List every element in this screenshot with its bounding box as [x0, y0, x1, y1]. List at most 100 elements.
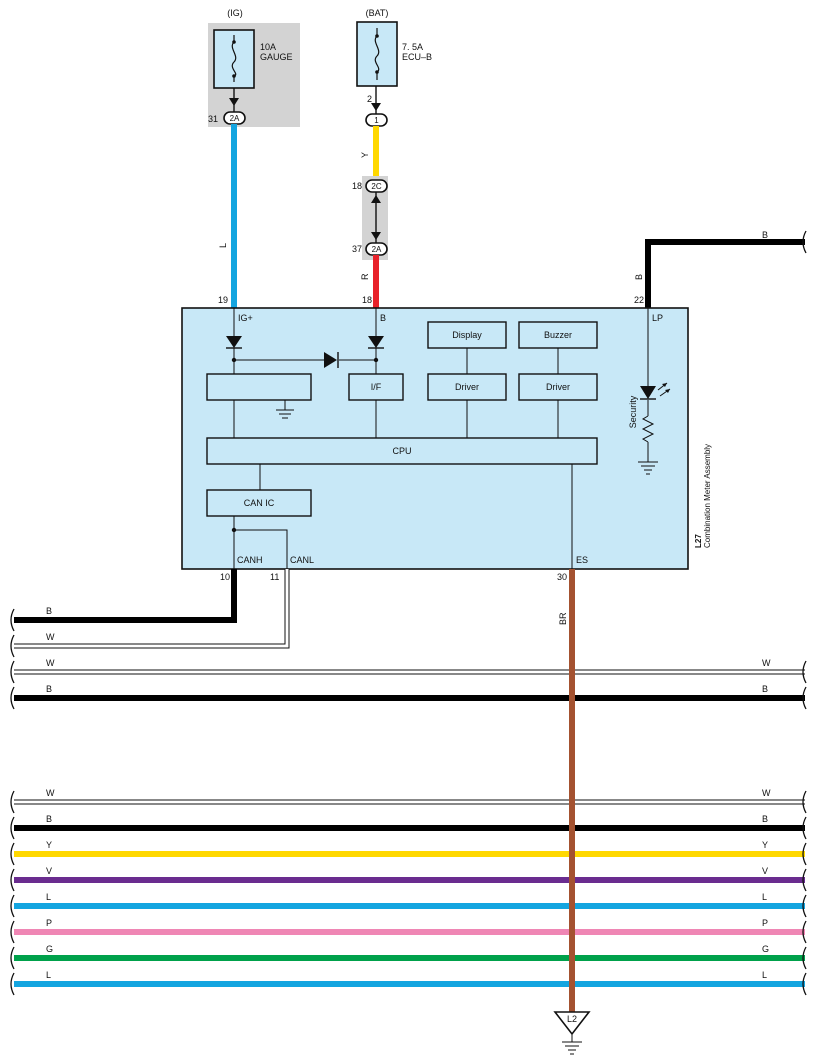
pin-es-name: ES	[576, 555, 588, 565]
lower-bus-left-label-4: L	[46, 892, 51, 902]
upper-bus-left-label-3: B	[46, 684, 52, 694]
upper-bus-left-label-0: B	[46, 606, 52, 616]
break-icon	[802, 816, 807, 840]
break-icon	[10, 894, 15, 918]
cpu-block	[206, 437, 598, 465]
connector-2a-mid-id: 2A	[372, 245, 382, 254]
bat-upper-wire-label: Y	[360, 152, 370, 158]
can-ic-block-label: CAN IC	[244, 498, 275, 508]
buzzer-block-label: Buzzer	[544, 330, 572, 340]
lp-right-wire-label: B	[762, 230, 768, 240]
break-icon	[10, 868, 15, 892]
junction-arrow-up-icon	[371, 195, 381, 203]
lower-bus-right-label-0: W	[762, 788, 771, 798]
canh-wire-b	[14, 569, 237, 623]
lp-wire-label: B	[634, 274, 644, 280]
led-ground-icon	[638, 461, 658, 475]
pin-canl-num: 11	[270, 572, 279, 582]
pin-es-num: 30	[557, 572, 567, 582]
connector-2c-pin: 18	[352, 181, 362, 191]
break-icon	[10, 842, 15, 866]
es-wire-label: BR	[558, 612, 568, 625]
diode-b-icon	[368, 336, 384, 349]
bat-fuse-group: (BAT) 7. 5A ECU–B 1 2	[356, 8, 432, 127]
diode-cross-icon	[324, 352, 339, 368]
break-icon	[10, 660, 15, 684]
display-driver-label: Driver	[455, 382, 479, 392]
security-label: Security	[628, 395, 638, 428]
break-icon	[10, 920, 15, 944]
if-block	[348, 373, 404, 401]
break-icon	[802, 868, 807, 892]
cpu-block-label: CPU	[392, 446, 411, 456]
display-block	[427, 321, 507, 349]
lower-bus-left-label-1: B	[46, 814, 52, 824]
canl-wire-w-inner	[14, 569, 289, 648]
break-icon	[802, 946, 807, 970]
break-icon	[10, 972, 15, 996]
if-block-label: I/F	[371, 382, 382, 392]
upper-bus-left-label-1: W	[46, 632, 55, 642]
internal-ground-icon	[276, 409, 294, 419]
lower-bus-left-label-3: V	[46, 866, 52, 876]
ig-source-label: (IG)	[227, 8, 243, 18]
pin-canl-name: CANL	[290, 555, 314, 565]
ig-connector-arrow-icon	[229, 98, 239, 106]
bat-fuse-name: ECU–B	[402, 52, 432, 62]
ecu-name: Combination Meter Assembly	[703, 444, 712, 548]
lower-bus-left-label-0: W	[46, 788, 55, 798]
security-resistor-icon	[641, 415, 655, 443]
pin-b-name: B	[380, 313, 386, 323]
pin-igp-name: IG+	[238, 313, 253, 323]
junction-2c-2a: 2C 18 2A 37	[352, 176, 388, 260]
bat-connector-arrow-icon	[371, 103, 381, 111]
canl-wire-w-outer	[14, 569, 290, 649]
buzzer-block	[518, 321, 598, 349]
lp-wire-b	[645, 239, 805, 308]
power-block	[206, 373, 312, 401]
connector-2a-top-pin: 31	[208, 114, 218, 124]
upper-bus-right-label-3: B	[762, 684, 768, 694]
break-icon	[802, 686, 807, 710]
lower-bus-left-label-5: P	[46, 918, 52, 928]
upper-bus-right-label-2: W	[762, 658, 771, 668]
break-icon	[10, 816, 15, 840]
pin-lp-name: LP	[652, 313, 663, 323]
connector-2a-mid-pin: 37	[352, 244, 362, 254]
lower-bus-right-label-4: L	[762, 892, 767, 902]
combination-meter-ecu: IG+ B LP	[181, 307, 712, 570]
break-icon	[10, 634, 15, 658]
ig-wire-label: L	[218, 243, 228, 248]
connector-1-id: 1	[374, 116, 379, 125]
pin-canh-num: 10	[220, 572, 230, 582]
upper-bus-left-label-2: W	[46, 658, 55, 668]
ig-fuse-name: GAUGE	[260, 52, 293, 62]
security-led-icon	[640, 382, 671, 400]
lower-bus-right-label-6: G	[762, 944, 769, 954]
lower-bus-left-label-6: G	[46, 944, 53, 954]
diode-igp-icon	[226, 336, 242, 349]
lower-bus-left-label-7: L	[46, 970, 51, 980]
connector-2c-id: 2C	[371, 182, 381, 191]
break-icon	[802, 842, 807, 866]
pin-igp-num: 19	[218, 295, 228, 305]
lower-bus-right-label-2: Y	[762, 840, 768, 850]
lp-break-icon	[802, 230, 807, 254]
bat-lower-wire-label: R	[360, 273, 370, 280]
break-icon	[802, 972, 807, 996]
lower-bus-right-label-3: V	[762, 866, 768, 876]
break-icon	[10, 608, 15, 632]
pin-lp-num: 22	[634, 295, 644, 305]
can-ic-block	[206, 489, 312, 517]
ig-fuse-group: (IG) 10A GAUGE 2A 31	[208, 8, 300, 127]
bat-fuse-rating: 7. 5A	[402, 42, 423, 52]
break-icon	[10, 790, 15, 814]
break-icon	[10, 686, 15, 710]
junction-arrow-down-icon	[371, 232, 381, 240]
ground-l2-icon: L2	[553, 1011, 591, 1055]
break-icon	[10, 946, 15, 970]
ig-fuse-rating: 10A	[260, 42, 276, 52]
break-icon	[802, 660, 807, 684]
connector-2a-top-id: 2A	[230, 114, 240, 123]
